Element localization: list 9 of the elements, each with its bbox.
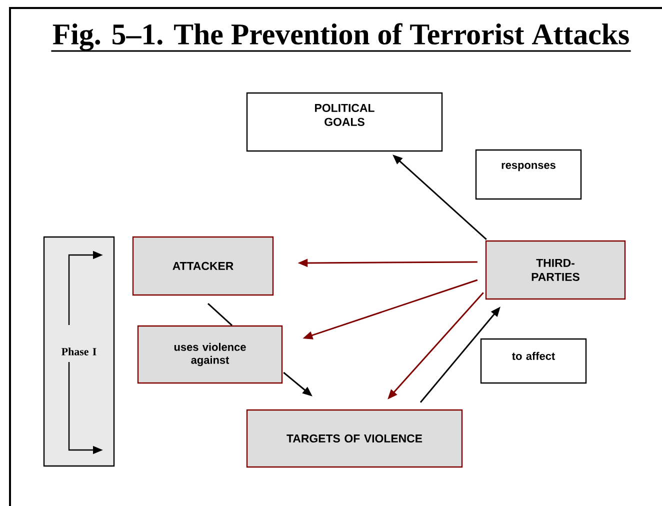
actor-box: THIRD-PARTIES [485,240,626,300]
note-box: to affect [480,338,587,384]
actor-box: ATTACKER [132,236,274,296]
phase-box: Phase I [43,236,115,467]
goal-box: POLITICAL GOALS [246,92,443,152]
note-box: responses [475,149,582,200]
action-box: uses violence against [137,325,283,384]
title: Fig. 5–1. The Prevention of Terrorist Attacks [51,23,631,52]
target-box: TARGETS OF VIOLENCE [246,409,463,468]
